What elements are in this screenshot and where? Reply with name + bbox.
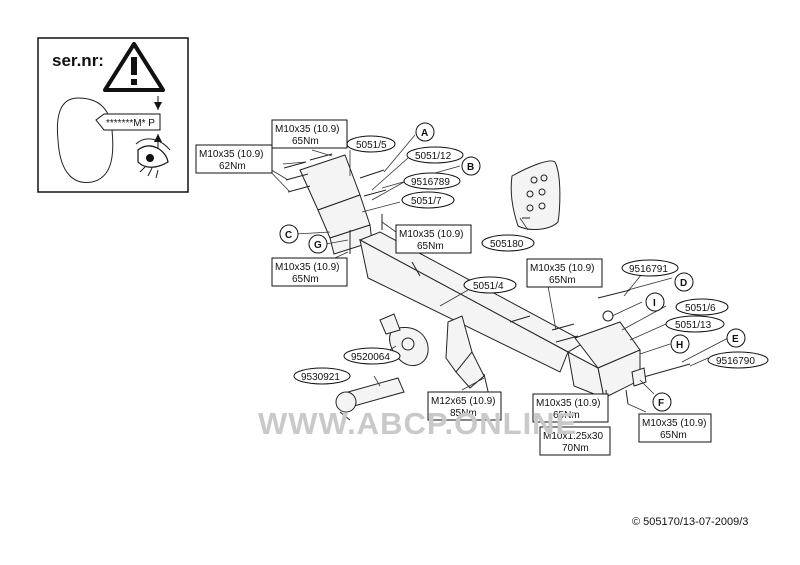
svg-text:M10x35 (10.9): M10x35 (10.9) xyxy=(399,229,463,240)
part-5051-4: 5051/4 xyxy=(463,276,517,294)
callout-C: C xyxy=(279,224,299,244)
torque-box-bottom-right-c: M10x35 (10.9) 65Nm xyxy=(638,413,712,443)
callout-H: H xyxy=(670,334,690,354)
document-reference: © 505170/13-07-2009/3 xyxy=(632,516,748,528)
part-505180: 505180 xyxy=(481,234,535,252)
part-9520064: 9520064 xyxy=(343,347,401,365)
callout-B: B xyxy=(461,156,481,176)
svg-text:A: A xyxy=(421,128,428,139)
svg-text:65Nm: 65Nm xyxy=(292,136,319,147)
svg-text:65Nm: 65Nm xyxy=(292,274,319,285)
callout-A: A xyxy=(415,122,435,142)
part-5051-13: 5051/13 xyxy=(665,315,725,333)
watermark: WWW.ABCP.ONLINE xyxy=(258,406,577,441)
svg-text:65Nm: 65Nm xyxy=(549,275,576,286)
torque-box-bottom-center: M12x65 (10.9) 85Nm xyxy=(427,391,502,421)
svg-text:505180: 505180 xyxy=(490,239,524,250)
svg-text:G: G xyxy=(314,240,322,251)
svg-text:62Nm: 62Nm xyxy=(219,161,246,172)
part-9516789: 9516789 xyxy=(403,172,461,190)
svg-text:E: E xyxy=(732,334,739,345)
tow-bar-assembly xyxy=(283,153,691,421)
svg-text:I: I xyxy=(653,298,656,309)
svg-text:M10x35 (10.9): M10x35 (10.9) xyxy=(642,418,706,429)
svg-text:9520064: 9520064 xyxy=(351,352,390,363)
part-5051-6: 5051/6 xyxy=(675,298,729,316)
callout-I: I xyxy=(645,292,665,312)
svg-text:M12x65 (10.9): M12x65 (10.9) xyxy=(431,396,495,407)
svg-text:5051/6: 5051/6 xyxy=(685,303,716,314)
svg-text:65Nm: 65Nm xyxy=(553,410,580,421)
serial-number-panel: ser.nr: *******M* P xyxy=(37,37,189,193)
svg-text:5051/5: 5051/5 xyxy=(356,140,387,151)
svg-text:70Nm: 70Nm xyxy=(562,443,589,454)
svg-text:5051/13: 5051/13 xyxy=(675,320,712,331)
part-9516791: 9516791 xyxy=(621,259,679,277)
torque-box-mid-center: M10x35 (10.9) 65Nm xyxy=(395,224,472,254)
svg-text:B: B xyxy=(467,162,474,173)
callout-F: F xyxy=(652,392,672,412)
torque-box-left-lower: M10x35 (10.9) 65Nm xyxy=(271,257,348,287)
torque-box-right-upper: M10x35 (10.9) 65Nm xyxy=(526,258,603,288)
callout-G: G xyxy=(308,234,328,254)
part-5051-12: 5051/12 xyxy=(406,146,464,164)
svg-text:65Nm: 65Nm xyxy=(660,430,687,441)
svg-text:F: F xyxy=(658,398,664,409)
svg-text:9516791: 9516791 xyxy=(629,264,668,275)
warning-triangle-icon xyxy=(103,42,165,92)
torque-box-top-left: M10x35 (10.9) 62Nm xyxy=(195,144,273,174)
torque-box-bottom-right-b: M10x1.25x30 70Nm xyxy=(539,426,611,456)
torque-box-bottom-right-a: M10x35 (10.9) 65Nm xyxy=(532,393,609,423)
torque-box-top-center: M10x35 (10.9) 65Nm xyxy=(271,119,348,149)
towball xyxy=(335,391,357,413)
svg-text:9530921: 9530921 xyxy=(301,372,340,383)
svg-text:85Nm: 85Nm xyxy=(450,408,477,419)
svg-text:9516789: 9516789 xyxy=(411,177,450,188)
part-9530921: 9530921 xyxy=(293,367,351,385)
svg-text:5051/4: 5051/4 xyxy=(473,281,504,292)
callout-E: E xyxy=(726,328,746,348)
part-5051-5: 5051/5 xyxy=(346,135,396,153)
svg-text:M10x35 (10.9): M10x35 (10.9) xyxy=(199,149,263,160)
svg-text:D: D xyxy=(680,278,687,289)
callout-D: D xyxy=(674,272,694,292)
svg-text:5051/12: 5051/12 xyxy=(415,151,452,162)
serial-label: ser.nr: xyxy=(52,51,104,70)
svg-text:M10x1.25x30: M10x1.25x30 xyxy=(543,431,603,442)
long-bolt xyxy=(639,363,691,379)
part-5051-7: 5051/7 xyxy=(401,191,455,209)
svg-text:65Nm: 65Nm xyxy=(417,241,444,252)
svg-text:M10x35 (10.9): M10x35 (10.9) xyxy=(275,124,339,135)
svg-text:M10x35 (10.9): M10x35 (10.9) xyxy=(530,263,594,274)
instruction-card xyxy=(510,160,561,230)
svg-text:M10x35 (10.9): M10x35 (10.9) xyxy=(536,398,600,409)
svg-text:9516790: 9516790 xyxy=(716,356,755,367)
eye-icon xyxy=(135,138,171,179)
part-9516790: 9516790 xyxy=(707,351,769,369)
svg-text:5051/7: 5051/7 xyxy=(411,196,442,207)
svg-text:C: C xyxy=(285,230,292,241)
svg-text:H: H xyxy=(676,340,683,351)
serial-plate-code: *******M* P xyxy=(106,118,155,129)
svg-text:M10x35 (10.9): M10x35 (10.9) xyxy=(275,262,339,273)
serial-plate xyxy=(95,113,161,131)
bolt-set-left xyxy=(283,153,421,277)
